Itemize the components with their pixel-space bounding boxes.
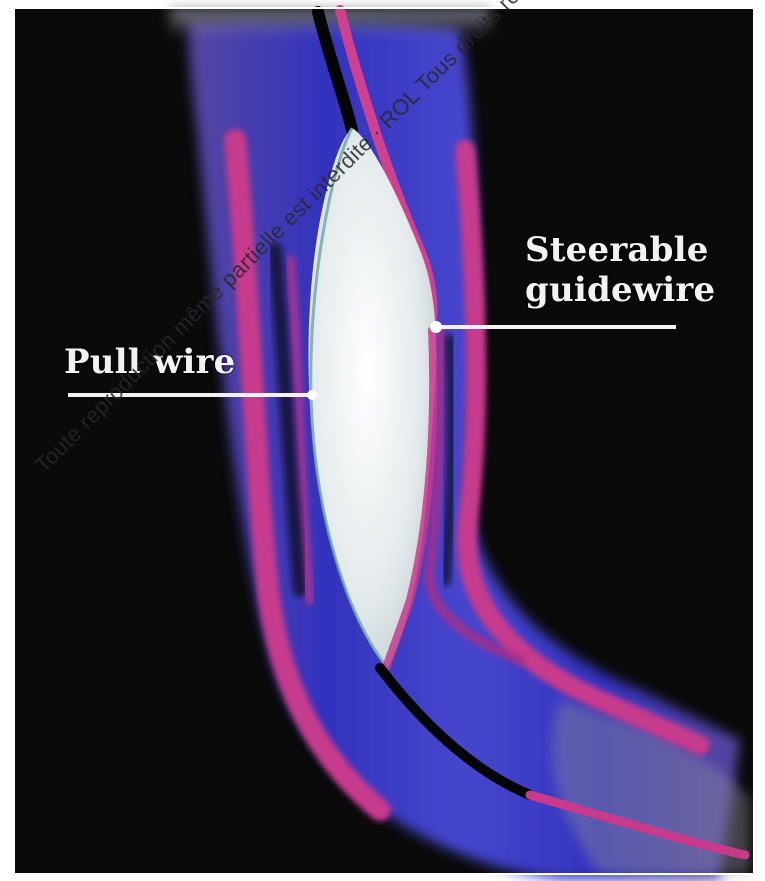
steerable-guidewire-label-line1: Steerable (525, 230, 685, 270)
pull-wire-label: Pull wire (64, 342, 236, 382)
guidewire-pointer-dot (430, 321, 442, 333)
vessel-lumen-right (445, 340, 452, 580)
pull-wire-pointer-dot (307, 390, 317, 400)
vessel-haze-top (170, 8, 490, 168)
steerable-guidewire-label-line2: guidewire (525, 270, 685, 310)
steerable-guidewire-label: Steerable guidewire (525, 230, 685, 310)
